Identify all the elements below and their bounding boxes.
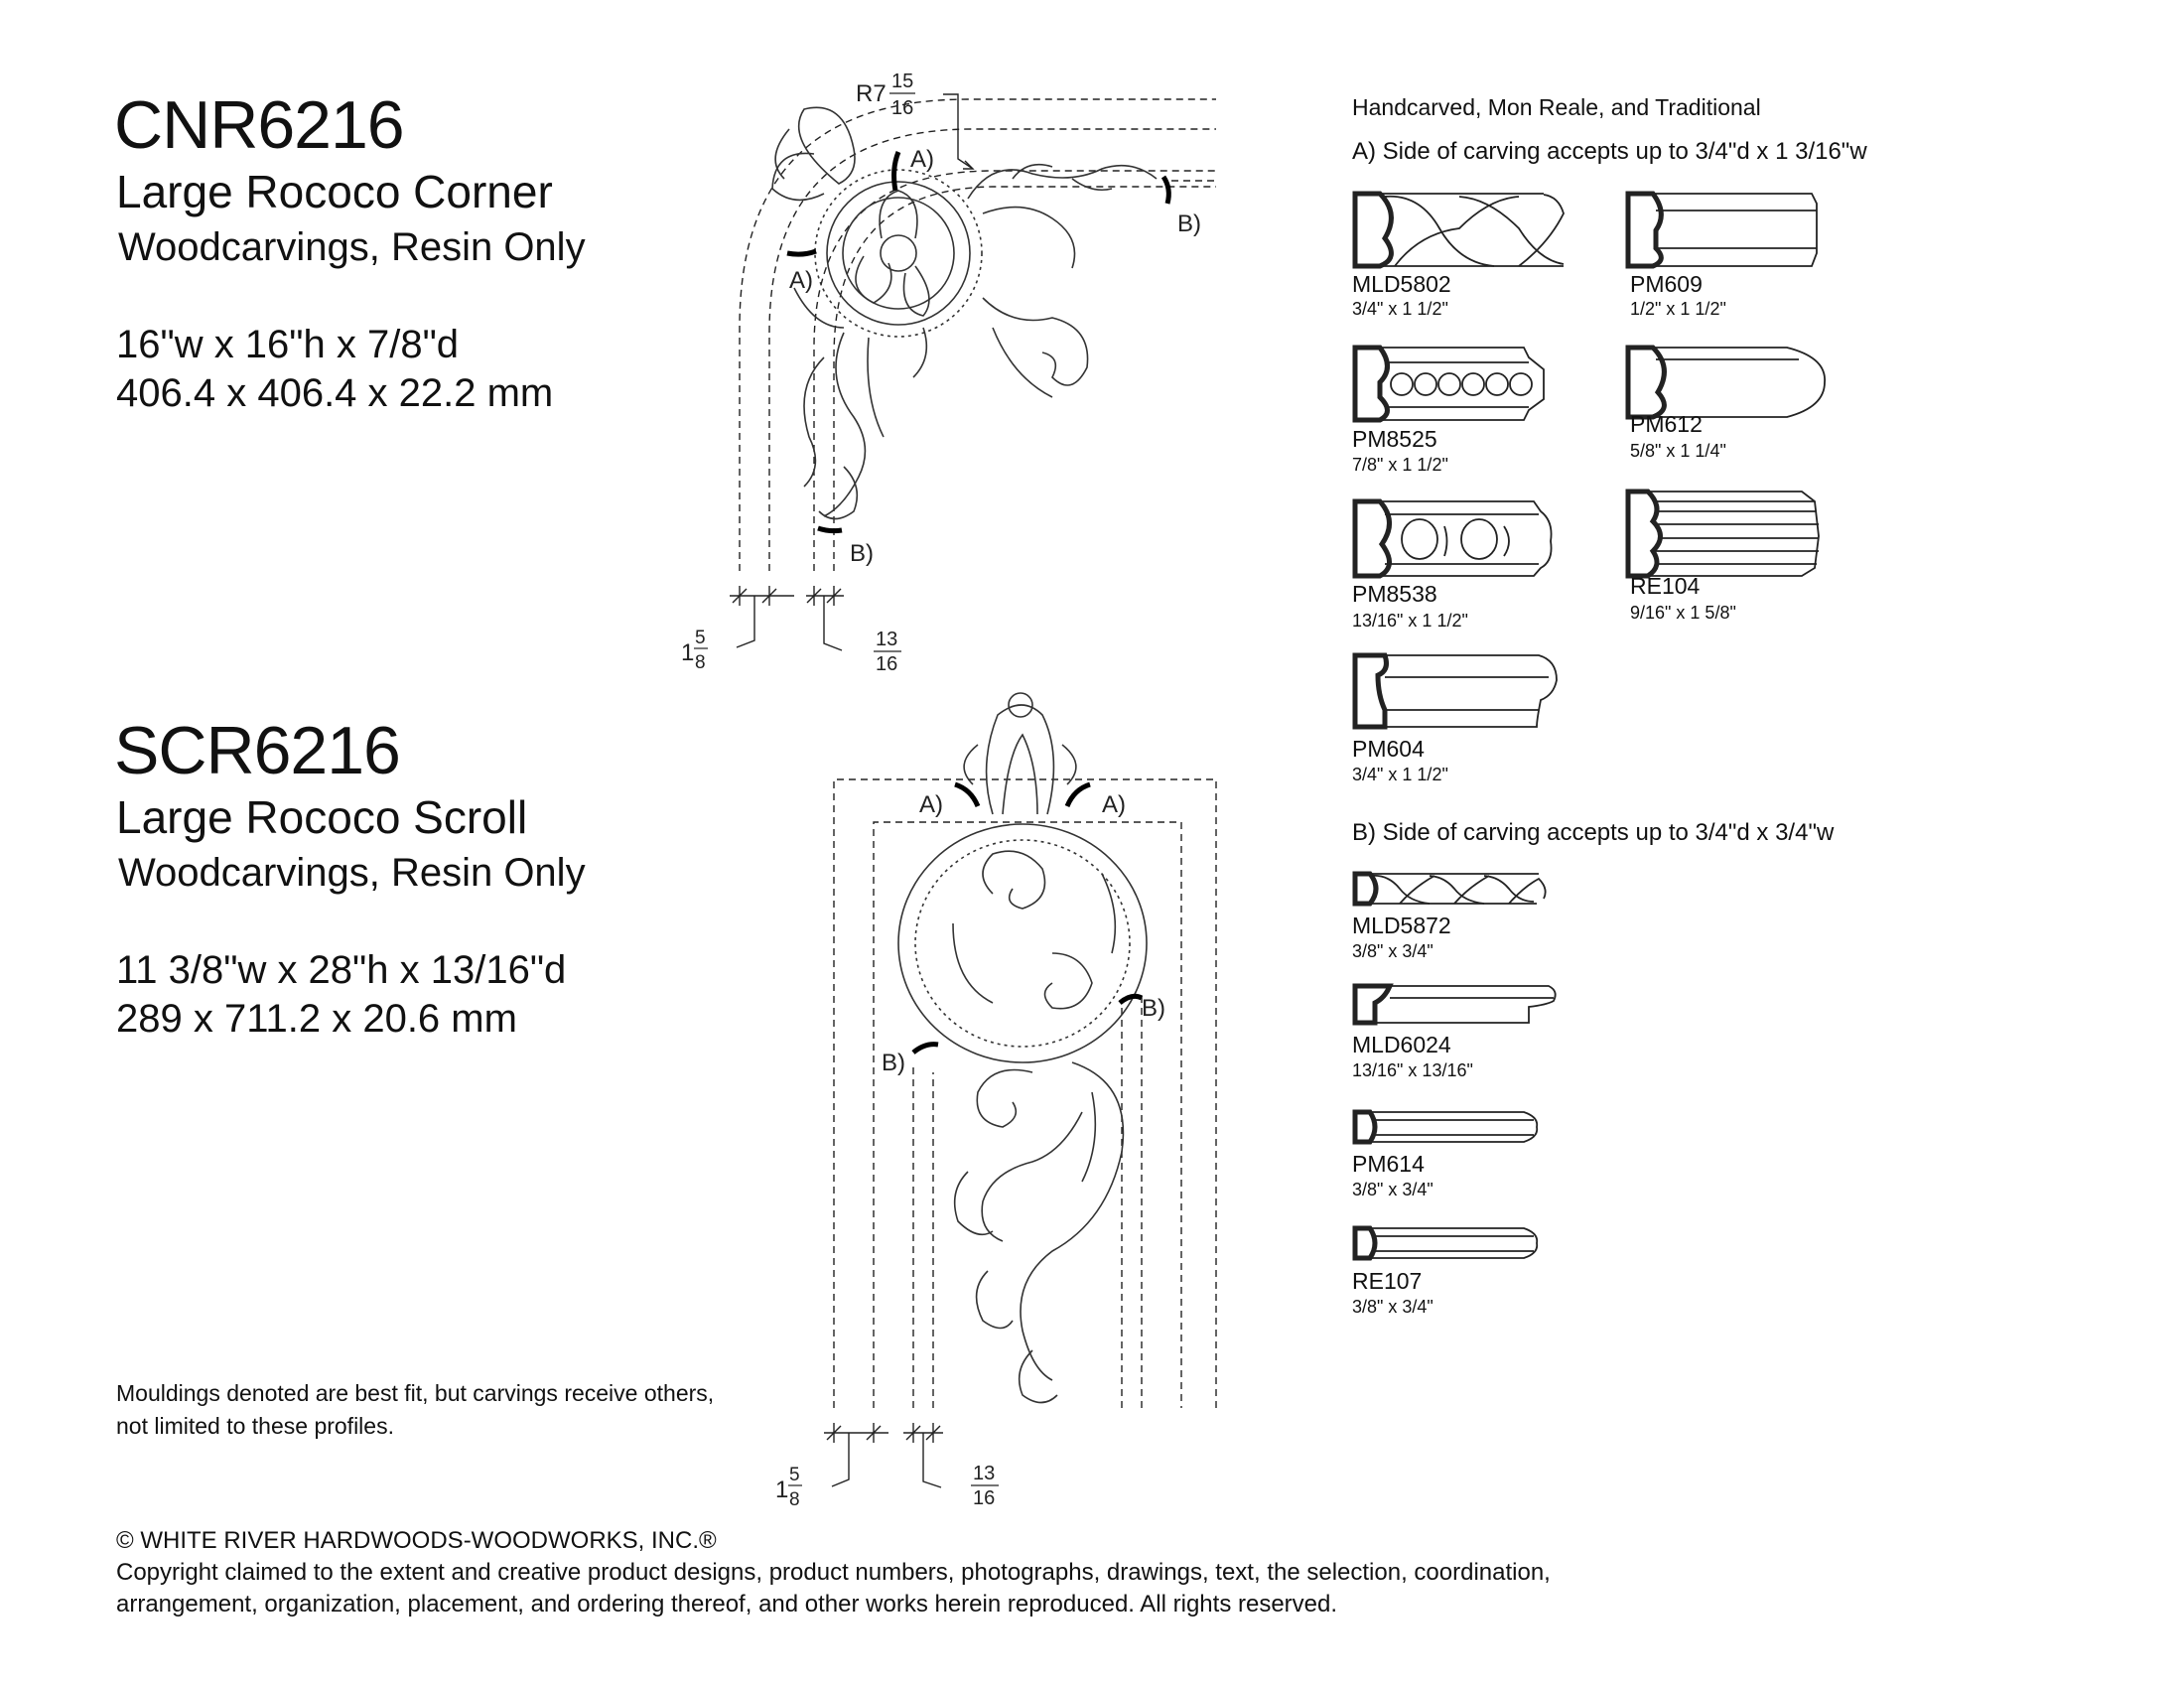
- fit-note: Mouldings denoted are best fit, but carv…: [116, 1380, 715, 1439]
- moulding-name: RE107: [1352, 1268, 1423, 1294]
- moulding-name: MLD5802: [1352, 271, 1451, 297]
- scroll-dim-left-num: 5: [789, 1465, 800, 1485]
- corner-label-b-right: B): [1177, 211, 1201, 237]
- product-code-cnr6216: CNR6216: [114, 87, 405, 163]
- corner-dim-left-den: 8: [695, 652, 706, 673]
- radius-numerator: 15: [891, 70, 913, 92]
- moulding-name: PM612: [1630, 411, 1703, 437]
- profile-pm8525: [1352, 345, 1545, 423]
- scroll-dimension-ticks: [824, 1423, 943, 1488]
- scroll-dim-right-den: 16: [973, 1487, 995, 1509]
- scroll-dim-left-den: 8: [789, 1489, 800, 1510]
- product-name-scr6216: Large Rococo Scroll: [116, 791, 528, 843]
- moulding-size: 9/16" x 1 5/8": [1630, 603, 1736, 623]
- profile-pm612: [1625, 345, 1826, 420]
- profile-pm604: [1352, 652, 1558, 730]
- moulding-name: PM8538: [1352, 581, 1437, 607]
- product-dims-in-cnr6216: 16"w x 16"h x 7/8"d: [116, 323, 460, 366]
- scroll-label-b-right: B): [1142, 995, 1165, 1022]
- product-material-scr6216: Woodcarvings, Resin Only: [118, 851, 586, 895]
- moulding-size: 13/16" x 13/16": [1352, 1060, 1473, 1080]
- scroll-dim-left-whole: 1: [775, 1477, 788, 1503]
- scroll-carving-illustration: [897, 692, 1148, 1404]
- scroll-label-a-right: A): [1102, 791, 1126, 818]
- profile-pm614: [1352, 1109, 1539, 1145]
- profile-re107: [1352, 1225, 1539, 1261]
- copyright-claim-line-1: Copyright claimed to the extent and crea…: [116, 1559, 1551, 1586]
- product-material-cnr6216: Woodcarvings, Resin Only: [118, 225, 586, 269]
- corner-dim-right-den: 16: [876, 653, 897, 675]
- product-dims-mm-cnr6216: 406.4 x 406.4 x 22.2 mm: [116, 371, 554, 415]
- moulding-profiles: [1352, 191, 1826, 1261]
- corner-carving-illustration: [771, 106, 1158, 520]
- radius-leader: [943, 93, 975, 170]
- radius-prefix: R7: [856, 80, 887, 107]
- scroll-frame-lines: [833, 778, 1217, 1408]
- corner-dimension-ticks: [730, 586, 844, 651]
- corner-dim-left-num: 5: [695, 628, 706, 648]
- moulding-size: 13/16" x 1 1/2": [1352, 611, 1468, 631]
- moulding-size: 3/8" x 3/4": [1352, 941, 1433, 961]
- corner-label-a-left: A): [789, 267, 813, 294]
- moulding-size: 7/8" x 1 1/2": [1352, 455, 1448, 475]
- corner-dim-right-num: 13: [876, 629, 897, 650]
- scroll-dim-right-num: 13: [973, 1463, 995, 1484]
- scroll-fit-marks: [911, 781, 1144, 1055]
- corner-label-a-top: A): [910, 146, 934, 173]
- product-code-scr6216: SCR6216: [114, 713, 401, 788]
- copyright-claim-line-2: arrangement, organization, placement, an…: [116, 1591, 1338, 1618]
- moulding-size: 5/8" x 1 1/4": [1630, 441, 1726, 461]
- mouldings-header: Handcarved, Mon Reale, and Traditional: [1352, 94, 1761, 120]
- corner-frame-lines: [739, 98, 1216, 571]
- profile-mld5872: [1352, 871, 1547, 907]
- corner-label-b-bottom: B): [850, 540, 874, 567]
- profile-pm609: [1625, 191, 1818, 269]
- section-a-heading: A) Side of carving accepts up to 3/4"d x…: [1352, 138, 1867, 165]
- moulding-name: PM609: [1630, 271, 1703, 297]
- moulding-name: MLD6024: [1352, 1032, 1451, 1057]
- radius-denominator: 16: [891, 97, 913, 119]
- corner-dim-left-whole: 1: [681, 639, 694, 666]
- moulding-name: PM614: [1352, 1151, 1425, 1177]
- moulding-name: RE104: [1630, 573, 1701, 599]
- product-dims-mm-scr6216: 289 x 711.2 x 20.6 mm: [116, 997, 517, 1041]
- product-dims-in-scr6216: 11 3/8"w x 28"h x 13/16"d: [116, 948, 567, 992]
- profile-re104: [1625, 489, 1820, 579]
- profile-mld6024: [1352, 983, 1557, 1026]
- section-b-heading: B) Side of carving accepts up to 3/4"d x…: [1352, 819, 1835, 846]
- profile-mld5802: [1352, 191, 1565, 269]
- moulding-size: 3/8" x 3/4": [1352, 1297, 1433, 1317]
- moulding-name: PM8525: [1352, 426, 1437, 452]
- copyright-owner: © WHITE RIVER HARDWOODS-WOODWORKS, INC.®: [116, 1527, 717, 1554]
- moulding-size: 3/4" x 1 1/2": [1352, 299, 1448, 319]
- moulding-name: PM604: [1352, 736, 1425, 762]
- moulding-size: 1/2" x 1 1/2": [1630, 299, 1726, 319]
- product-name-cnr6216: Large Rococo Corner: [116, 166, 553, 217]
- profile-pm8538: [1352, 498, 1553, 579]
- moulding-size: 3/4" x 1 1/2": [1352, 765, 1448, 784]
- corner-fit-marks: [786, 151, 1171, 534]
- scroll-label-a-left: A): [919, 791, 943, 818]
- moulding-size: 3/8" x 3/4": [1352, 1180, 1433, 1199]
- moulding-name: MLD5872: [1352, 913, 1451, 938]
- scroll-label-b-left: B): [882, 1050, 905, 1076]
